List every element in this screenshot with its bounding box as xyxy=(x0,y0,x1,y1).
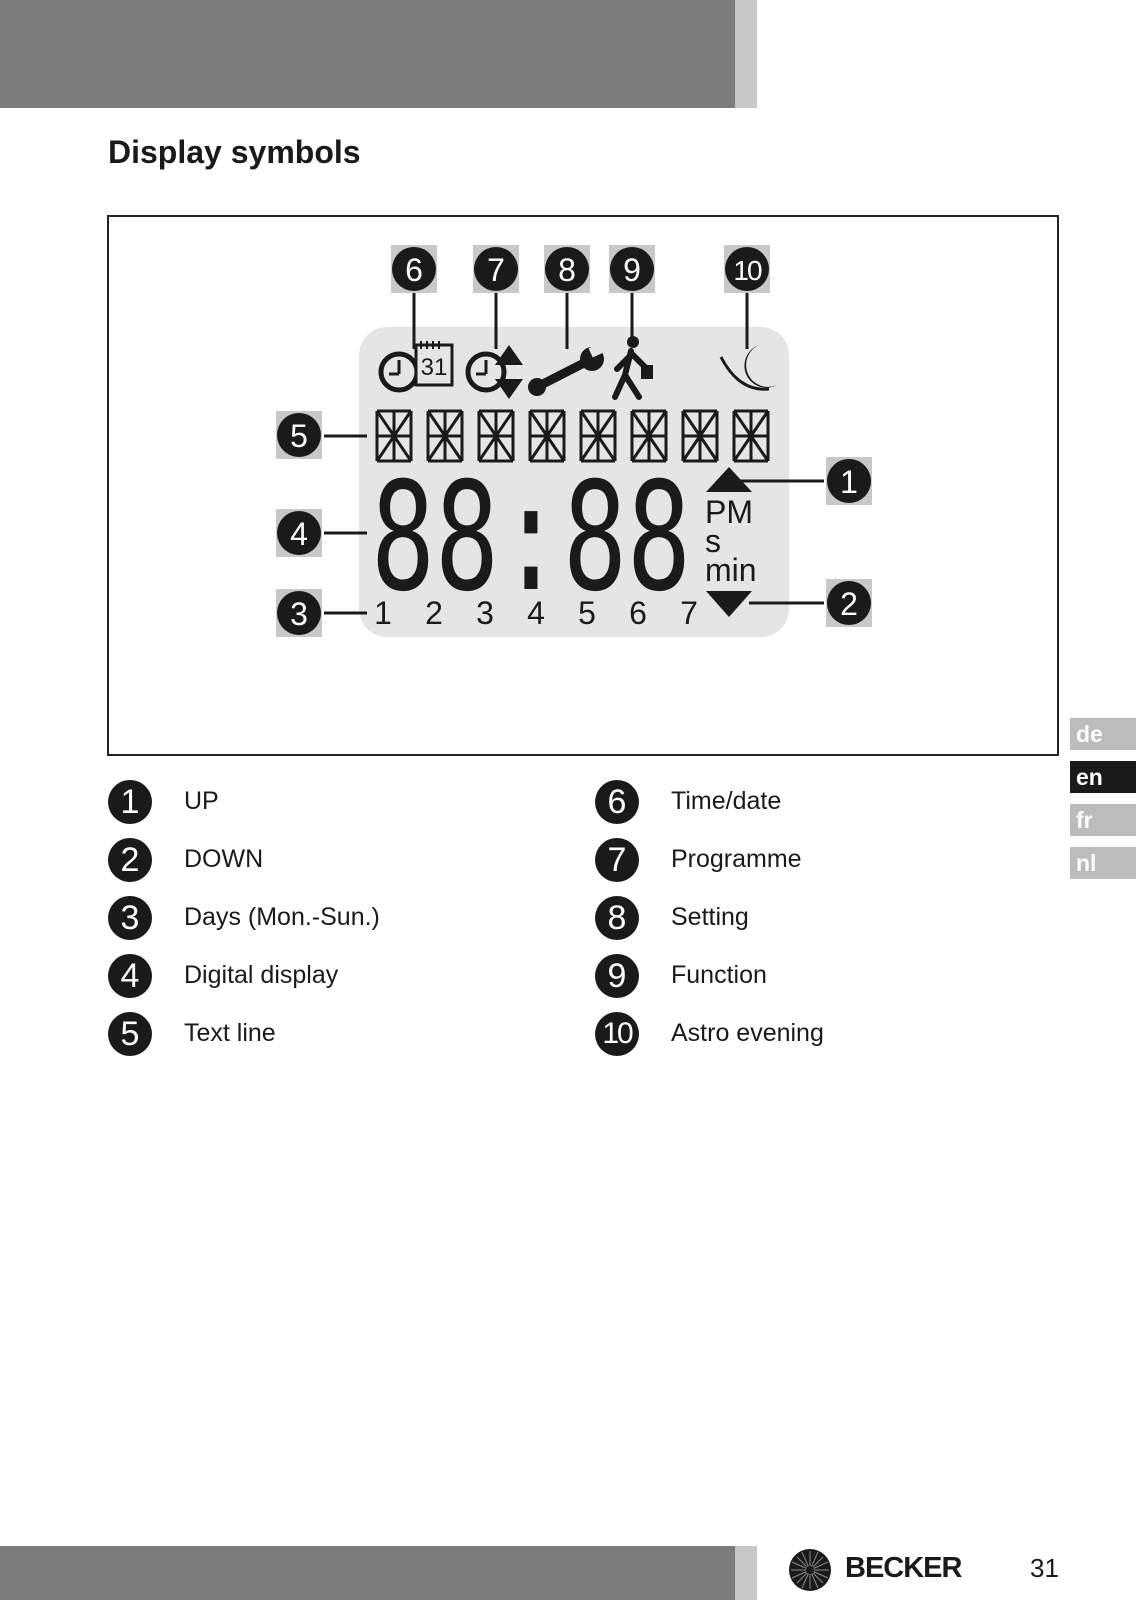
legend-label: Digital display xyxy=(184,961,339,989)
legend-number: 1 xyxy=(108,780,152,824)
text-line-segments xyxy=(375,409,770,463)
display-figure: 6 7 8 9 10 xyxy=(107,215,1059,756)
legend-number: 4 xyxy=(108,954,152,998)
callout-4: 4 xyxy=(276,509,367,557)
lang-tab-en[interactable]: en xyxy=(1070,761,1136,793)
lang-tab-de[interactable]: de xyxy=(1070,718,1136,750)
min-unit: min xyxy=(705,552,757,588)
lang-tab-fr[interactable]: fr xyxy=(1070,804,1136,836)
legend-number: 8 xyxy=(595,896,639,940)
segment-character xyxy=(579,409,617,463)
clock-calendar-icon: 31 xyxy=(378,341,454,393)
callout-6: 6 xyxy=(391,245,437,349)
legend-label: UP xyxy=(184,787,219,815)
legend-label: DOWN xyxy=(184,845,264,873)
legend-label: Time/date xyxy=(671,787,782,815)
callout-3-text: 3 xyxy=(290,596,308,632)
legend-number: 5 xyxy=(108,1012,152,1056)
astro-evening-icon xyxy=(719,345,777,391)
header-band xyxy=(0,0,735,108)
day-2: 2 xyxy=(425,595,443,631)
legend-label: Programme xyxy=(671,845,802,873)
callout-9-text: 9 xyxy=(623,252,641,288)
day-6: 6 xyxy=(629,595,647,631)
callout-4-text: 4 xyxy=(290,516,308,552)
language-tabs: de en fr nl xyxy=(1070,718,1136,890)
segment-character xyxy=(426,409,464,463)
brand-name: BECKER xyxy=(845,1552,962,1584)
walking-person-icon xyxy=(612,336,653,400)
legend-number: 2 xyxy=(108,838,152,882)
footer-band xyxy=(0,1546,735,1600)
segment-character xyxy=(732,409,770,463)
lcd-panel xyxy=(359,327,789,637)
legend-label: Setting xyxy=(671,903,749,931)
day-4: 4 xyxy=(527,595,545,631)
days-row: 1 2 3 4 5 6 7 xyxy=(374,595,698,631)
legend-label: Astro evening xyxy=(671,1019,824,1047)
callout-3: 3 xyxy=(276,589,367,637)
segment-character xyxy=(681,409,719,463)
callout-8-text: 8 xyxy=(558,252,576,288)
callout-2: 2 xyxy=(749,579,872,627)
legend-label: Days (Mon.-Sun.) xyxy=(184,903,380,931)
legend-number: 10 xyxy=(595,1012,639,1056)
lang-tab-nl[interactable]: nl xyxy=(1070,847,1136,879)
legend-label: Function xyxy=(671,961,767,989)
programme-icon xyxy=(465,345,523,399)
callout-7-text: 7 xyxy=(487,252,505,288)
becker-logo-icon xyxy=(789,1549,831,1591)
legend-label: Text line xyxy=(184,1019,276,1047)
clock-digits: 88:88 xyxy=(371,451,691,625)
callout-10-text: 10 xyxy=(733,255,762,286)
callout-5: 5 xyxy=(276,411,367,459)
segment-character xyxy=(375,409,413,463)
page-number: 31 xyxy=(1030,1553,1059,1583)
callout-2-text: 2 xyxy=(840,586,858,622)
callout-8: 8 xyxy=(544,245,590,349)
down-arrow-icon xyxy=(706,591,752,617)
day-1: 1 xyxy=(374,595,392,631)
lcd-diagram: 6 7 8 9 10 xyxy=(276,245,872,637)
segment-character xyxy=(630,409,668,463)
legend-number: 7 xyxy=(595,838,639,882)
legend-number: 9 xyxy=(595,954,639,998)
calendar-day-text: 31 xyxy=(421,354,448,381)
callout-7: 7 xyxy=(473,245,519,349)
callout-10: 10 xyxy=(724,245,770,349)
header-band-edge xyxy=(735,0,757,108)
callout-5-text: 5 xyxy=(290,418,308,454)
legend-number: 6 xyxy=(595,780,639,824)
segment-character xyxy=(528,409,566,463)
footer-band-edge xyxy=(735,1546,757,1600)
callout-1: 1 xyxy=(737,457,872,505)
page-title: Display symbols xyxy=(108,134,361,170)
pm-unit: PM xyxy=(705,494,753,530)
s-unit: s xyxy=(705,523,721,559)
day-7: 7 xyxy=(680,595,698,631)
day-5: 5 xyxy=(578,595,596,631)
up-arrow-icon xyxy=(706,467,752,492)
callout-6-text: 6 xyxy=(405,252,423,288)
wrench-icon xyxy=(528,342,606,396)
day-3: 3 xyxy=(476,595,494,631)
callout-9: 9 xyxy=(609,245,655,339)
callout-1-text: 1 xyxy=(840,464,858,500)
legend-number: 3 xyxy=(108,896,152,940)
segment-character xyxy=(477,409,515,463)
